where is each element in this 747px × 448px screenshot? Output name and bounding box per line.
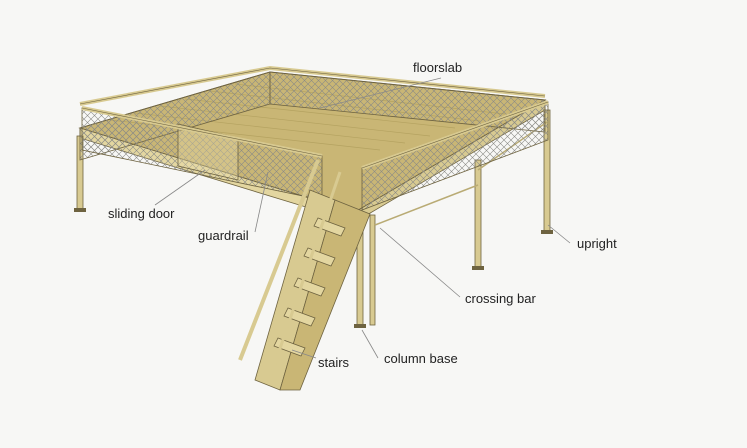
front-guardrail: [81, 106, 323, 201]
label-sliding-door: sliding door: [108, 206, 175, 221]
column-bases: [74, 208, 553, 328]
label-crossing-bar: crossing bar: [465, 291, 536, 306]
leader-lines: [154, 77, 571, 359]
side-guardrail: [361, 100, 549, 211]
label-floorslab: floorslab: [413, 60, 463, 75]
label-upright: upright: [577, 236, 617, 251]
column-mid: [474, 159, 482, 269]
stairs-structure: [238, 159, 371, 391]
leader-guardrail: [254, 171, 269, 233]
label-stairs: stairs: [318, 355, 350, 370]
label-guardrail: guardrail: [198, 228, 249, 243]
leader-column-base: [361, 329, 379, 359]
leader-floorslab: [319, 77, 442, 109]
leader-upright: [547, 224, 571, 244]
leader-stairs: [291, 349, 317, 359]
leader-sliding-door: [154, 169, 206, 206]
leader-crossing-bar: [379, 227, 461, 298]
label-column-base: column base: [384, 351, 458, 366]
column-inner: [369, 214, 376, 326]
